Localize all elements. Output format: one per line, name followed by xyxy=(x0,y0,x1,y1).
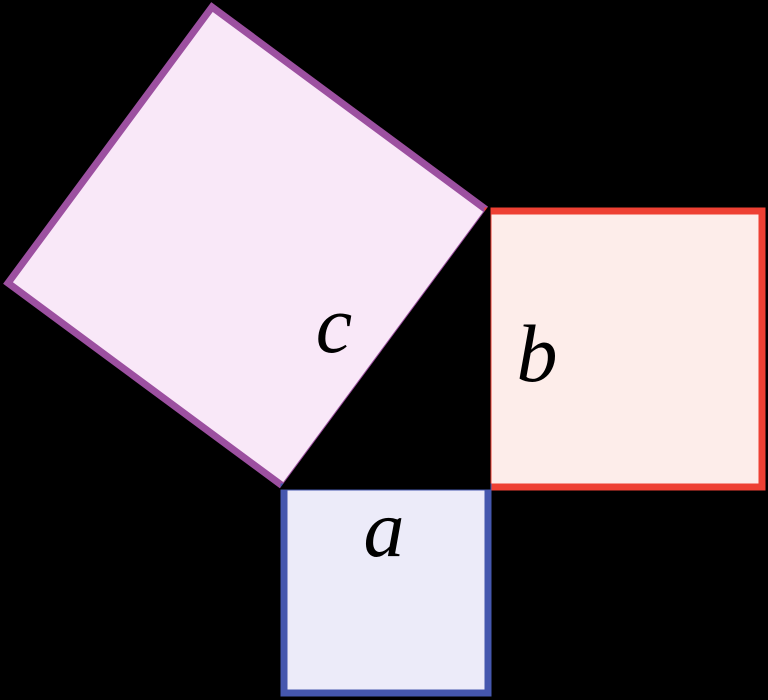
right-triangle xyxy=(279,203,491,490)
label-side-a: a xyxy=(364,483,405,574)
square-on-leg-b xyxy=(484,207,766,491)
label-side-c: c xyxy=(316,279,352,370)
label-side-b: b xyxy=(517,308,558,399)
